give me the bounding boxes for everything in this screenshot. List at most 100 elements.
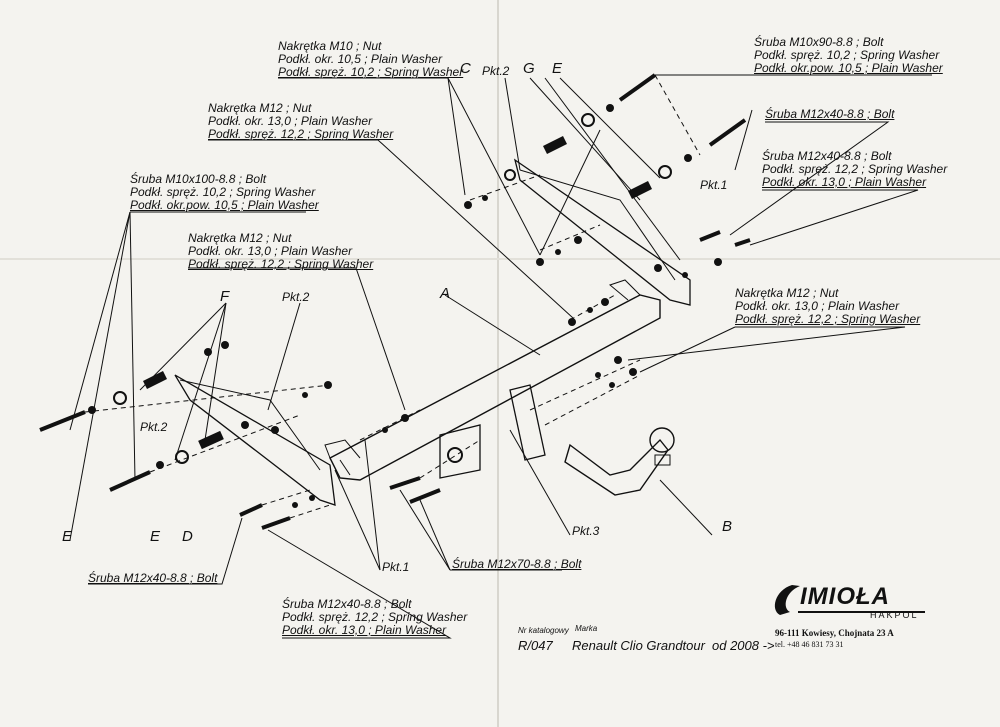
bracket-right bbox=[513, 158, 691, 306]
spacer-tube bbox=[627, 180, 653, 200]
label-bolt-m12x70: Śruba M12x70-8.8 ; Bolt bbox=[452, 557, 582, 571]
spacer-tube bbox=[542, 135, 568, 155]
assembly-line bbox=[539, 224, 601, 251]
washer bbox=[175, 450, 189, 464]
ball-hook-neck bbox=[654, 454, 671, 466]
bolt bbox=[39, 410, 86, 432]
catalog-nr-label: Nr katalogowy bbox=[518, 626, 569, 635]
leader-line bbox=[504, 77, 521, 171]
assembly-line bbox=[289, 504, 331, 519]
paper-fold bbox=[497, 0, 499, 727]
nut bbox=[464, 201, 472, 209]
assembly-line bbox=[149, 414, 301, 473]
bolt bbox=[699, 230, 721, 242]
washer bbox=[204, 348, 212, 356]
leader-line bbox=[627, 326, 906, 361]
bolt bbox=[409, 488, 441, 504]
bracket-d-edge bbox=[179, 379, 321, 471]
bolt bbox=[261, 516, 291, 530]
crossbar-end bbox=[324, 439, 361, 459]
washer bbox=[595, 372, 601, 378]
catalog-marka-label: Marka bbox=[575, 624, 598, 633]
washer bbox=[581, 113, 595, 127]
washer bbox=[241, 421, 249, 429]
washer bbox=[601, 298, 609, 306]
ball-hook-ball bbox=[649, 427, 675, 453]
socket-plate bbox=[439, 424, 481, 479]
leader-line bbox=[447, 77, 541, 256]
leader-line bbox=[208, 139, 574, 319]
label-nut-m12: Nakrętka M12 ; Nut Podkł. okr. 13,0 ; Pl… bbox=[208, 101, 394, 141]
nut bbox=[271, 426, 279, 434]
nut bbox=[536, 258, 544, 266]
leader-line bbox=[749, 189, 919, 246]
spacer-tube bbox=[198, 430, 224, 450]
washer bbox=[382, 427, 388, 433]
washer bbox=[682, 272, 688, 278]
leader-line bbox=[509, 429, 571, 536]
assembly-line bbox=[544, 374, 641, 426]
part-letter-c: C bbox=[460, 60, 471, 77]
leader-line bbox=[544, 77, 681, 261]
company-name: IMIOŁA bbox=[800, 583, 890, 610]
crossbar-end bbox=[608, 279, 641, 301]
leader-line bbox=[529, 77, 641, 201]
company-address: 96-111 Kowiesy, Chojnata 23 A bbox=[775, 628, 894, 638]
washer bbox=[482, 195, 488, 201]
part-letter-b: B bbox=[722, 518, 733, 535]
leader-line bbox=[174, 302, 227, 461]
part-letter-f: F bbox=[220, 288, 230, 305]
leader-line bbox=[734, 109, 753, 171]
company-phone: tel. +48 46 831 73 31 bbox=[775, 640, 844, 649]
washer bbox=[658, 165, 672, 179]
assembly-line bbox=[261, 489, 311, 506]
leader-line bbox=[188, 267, 406, 411]
bolt bbox=[734, 238, 751, 247]
washer bbox=[574, 236, 582, 244]
nut bbox=[221, 341, 229, 349]
label-nut-m12: Nakrętka M12 ; Nut Podkł. okr. 13,0 ; Pl… bbox=[735, 286, 921, 326]
washer bbox=[654, 264, 662, 272]
bolt bbox=[618, 73, 657, 102]
leader-line bbox=[659, 479, 713, 536]
assembly-line bbox=[419, 439, 481, 479]
bolt bbox=[708, 118, 747, 147]
nut bbox=[401, 414, 409, 422]
part-letter-g: G bbox=[523, 60, 535, 77]
part-letter-d: D bbox=[182, 528, 193, 545]
catalog-model: Renault Clio Grandtour bbox=[572, 638, 705, 653]
company-sub: HAKPOL bbox=[870, 610, 919, 620]
washer bbox=[609, 382, 615, 388]
label-bolt-m12x40: Śruba M12x40-8.8 ; Bolt bbox=[88, 571, 218, 585]
assembly-line bbox=[84, 384, 331, 413]
pkt-label: Pkt.2 bbox=[482, 64, 510, 78]
assembly-line bbox=[469, 174, 541, 201]
nut bbox=[324, 381, 332, 389]
company-logo bbox=[774, 585, 925, 615]
pkt-label: Pkt.2 bbox=[282, 290, 310, 304]
label-bolt-m10x100: Śruba M10x100-8.8 ; Bolt Podkł. spręż. 1… bbox=[130, 172, 319, 212]
washer bbox=[113, 391, 127, 405]
pkt-label: Pkt.2 bbox=[140, 420, 168, 434]
leader-line bbox=[729, 121, 890, 236]
nut bbox=[614, 356, 622, 364]
leader-line bbox=[69, 211, 131, 431]
washer bbox=[504, 169, 516, 181]
leader-line bbox=[444, 294, 541, 356]
part-letter-e: E bbox=[552, 60, 563, 77]
label-bolt-m12x40: Śruba M12x40-8.8 ; Bolt Podkł. spręż. 12… bbox=[762, 149, 948, 189]
nut bbox=[568, 318, 576, 326]
bolt bbox=[389, 476, 421, 490]
washer bbox=[606, 104, 614, 112]
washer bbox=[156, 461, 164, 469]
washer bbox=[309, 495, 315, 501]
assembly-line bbox=[359, 409, 421, 441]
leader-line bbox=[129, 211, 136, 481]
pkt-label: Pkt.3 bbox=[572, 524, 600, 538]
washer bbox=[587, 307, 593, 313]
washer bbox=[302, 392, 308, 398]
leader-line bbox=[639, 326, 736, 373]
crossbar-edge bbox=[339, 459, 351, 476]
assembly-line bbox=[569, 294, 616, 321]
